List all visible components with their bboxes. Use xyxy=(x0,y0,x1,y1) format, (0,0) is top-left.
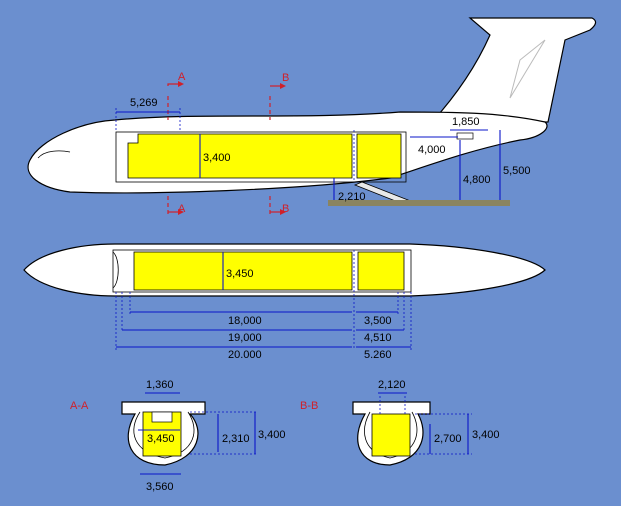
side-hold-outline xyxy=(115,131,407,183)
section-aa-inner xyxy=(133,411,195,459)
dim-18000-label: 18,000 xyxy=(228,315,262,327)
dim-1360-label: 1,360 xyxy=(146,379,174,391)
dim-20000-label: 20.000 xyxy=(228,349,262,361)
section-b-label-bottom: B xyxy=(282,203,289,215)
dim-3560-label: 3,560 xyxy=(146,481,174,493)
dim-1850-label: 1,850 xyxy=(452,116,480,128)
dim-2120-label: 2,120 xyxy=(378,379,406,391)
section-a-label-top: A xyxy=(178,71,186,83)
top-hold-outline xyxy=(112,249,412,293)
dim-2310-label: 2,310 xyxy=(222,433,250,445)
section-bb-label: B-B xyxy=(300,400,318,412)
section-a-arrow-top xyxy=(167,83,178,86)
section-bb-inner xyxy=(364,411,418,459)
dim-4800-label: 4,800 xyxy=(463,174,491,186)
dim-5260-label: 5.260 xyxy=(364,349,392,361)
dim-3500-label: 3,500 xyxy=(364,315,392,327)
section-aa-label: A-A xyxy=(70,400,89,412)
ground-line xyxy=(328,200,510,206)
dim-4510-label: 4,510 xyxy=(364,332,392,344)
tail-fin xyxy=(430,17,597,123)
section-b-arrowhead-bottom xyxy=(280,209,286,215)
top-cargo-ramp xyxy=(357,251,405,291)
dim-4000-label: 4,000 xyxy=(418,144,446,156)
dim-3400-side-label: 3,400 xyxy=(203,152,231,164)
dim-3450-aa-label: 3,450 xyxy=(147,433,175,445)
side-view: A A B B 5,269 3,400 1,850 4,000 4,800 xyxy=(27,17,597,215)
section-bb-cargo xyxy=(371,413,411,457)
section-bb: B-B 2,120 2,700 3,400 xyxy=(300,379,500,466)
section-a-label-bottom: A xyxy=(178,203,186,215)
section-a-arrowhead-top xyxy=(178,81,184,87)
dim-5500-label: 5,500 xyxy=(503,165,531,177)
dim-3450-top-label: 3,450 xyxy=(226,268,254,280)
section-aa: A-A 1,360 3,450 2,310 3,400 3,560 xyxy=(70,379,286,493)
dim-19000-label: 19,000 xyxy=(228,332,262,344)
section-a-arrowhead-bottom xyxy=(178,209,184,215)
side-cargo-main xyxy=(127,133,353,179)
side-cargo-ramp xyxy=(356,133,402,179)
dim-3400-aa-label: 3,400 xyxy=(258,429,286,441)
door-fitting xyxy=(456,132,474,140)
cockpit-line xyxy=(37,150,71,159)
top-cargo-main xyxy=(133,251,353,291)
fin-rudder-line xyxy=(509,39,546,99)
dim-3400-bb-label: 3,400 xyxy=(472,429,500,441)
section-aa-fitting xyxy=(151,411,173,423)
top-hold-nose xyxy=(112,251,119,289)
dim-5269-label: 5,269 xyxy=(130,97,158,109)
dim-2210-label: 2,210 xyxy=(338,191,366,203)
section-b-arrowhead-top xyxy=(280,83,286,89)
dim-2700-label: 2,700 xyxy=(434,433,462,445)
section-b-label-top: B xyxy=(282,72,289,84)
top-view: 3,450 18,000 3,500 19,000 4,510 20.000 5… xyxy=(23,243,546,361)
